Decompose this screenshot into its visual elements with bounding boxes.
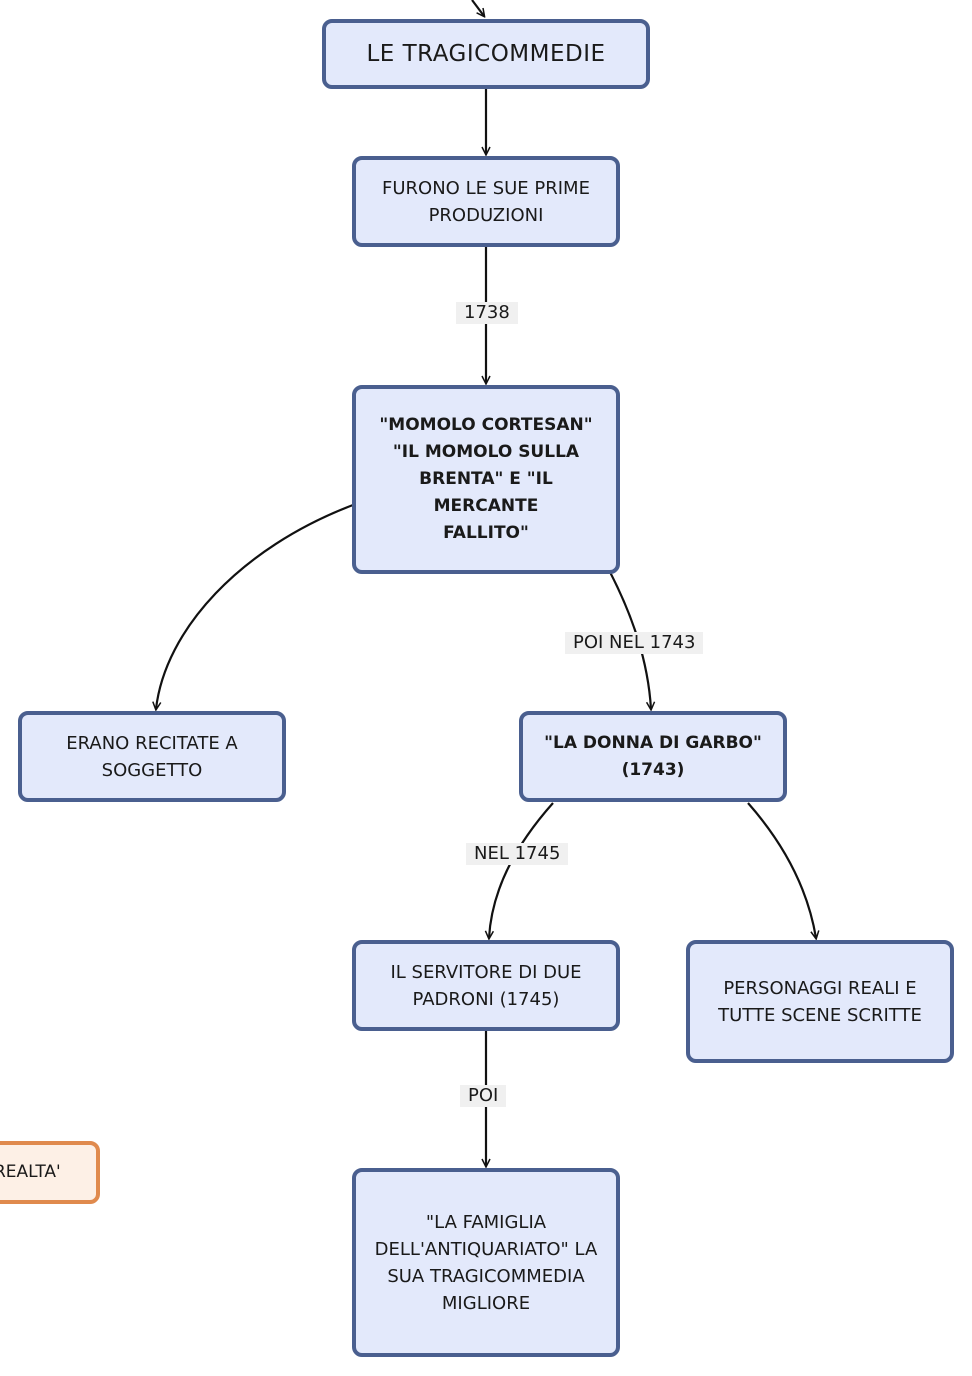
node-donna-di-garbo[interactable]: "LA DONNA DI GARBO" (1743): [519, 711, 787, 802]
node-momolo-cortesan[interactable]: "MOMOLO CORTESAN" "IL MOMOLO SULLA BRENT…: [352, 385, 620, 574]
connector-momolo-to-soggetto: [156, 503, 354, 709]
connector-incoming-title: [471, 0, 484, 16]
edge-label-nel-1745: NEL 1745: [466, 843, 569, 865]
connector-donna-to-personaggi: [747, 802, 816, 938]
edge-label-poi: POI: [460, 1085, 507, 1107]
edge-label-poi-nel-1743: POI NEL 1743: [565, 632, 704, 654]
node-recitate-a-soggetto[interactable]: ERANO RECITATE A SOGGETTO: [18, 711, 286, 802]
edge-label-1738: 1738: [456, 302, 518, 324]
node-prime-produzioni[interactable]: FURONO LE SUE PRIME PRODUZIONI: [352, 156, 620, 247]
node-famiglia-antiquariato[interactable]: "LA FAMIGLIA DELL'ANTIQUARIATO" LA SUA T…: [352, 1168, 620, 1357]
node-realta[interactable]: REALTA': [0, 1141, 100, 1204]
node-le-tragicommedie[interactable]: LE TRAGICOMMEDIE: [322, 19, 650, 89]
node-servitore-di-due-padroni[interactable]: IL SERVITORE DI DUE PADRONI (1745): [352, 940, 620, 1031]
node-personaggi-reali[interactable]: PERSONAGGI REALI E TUTTE SCENE SCRITTE: [686, 940, 954, 1063]
connector-donna-to-servitore: [489, 802, 554, 938]
